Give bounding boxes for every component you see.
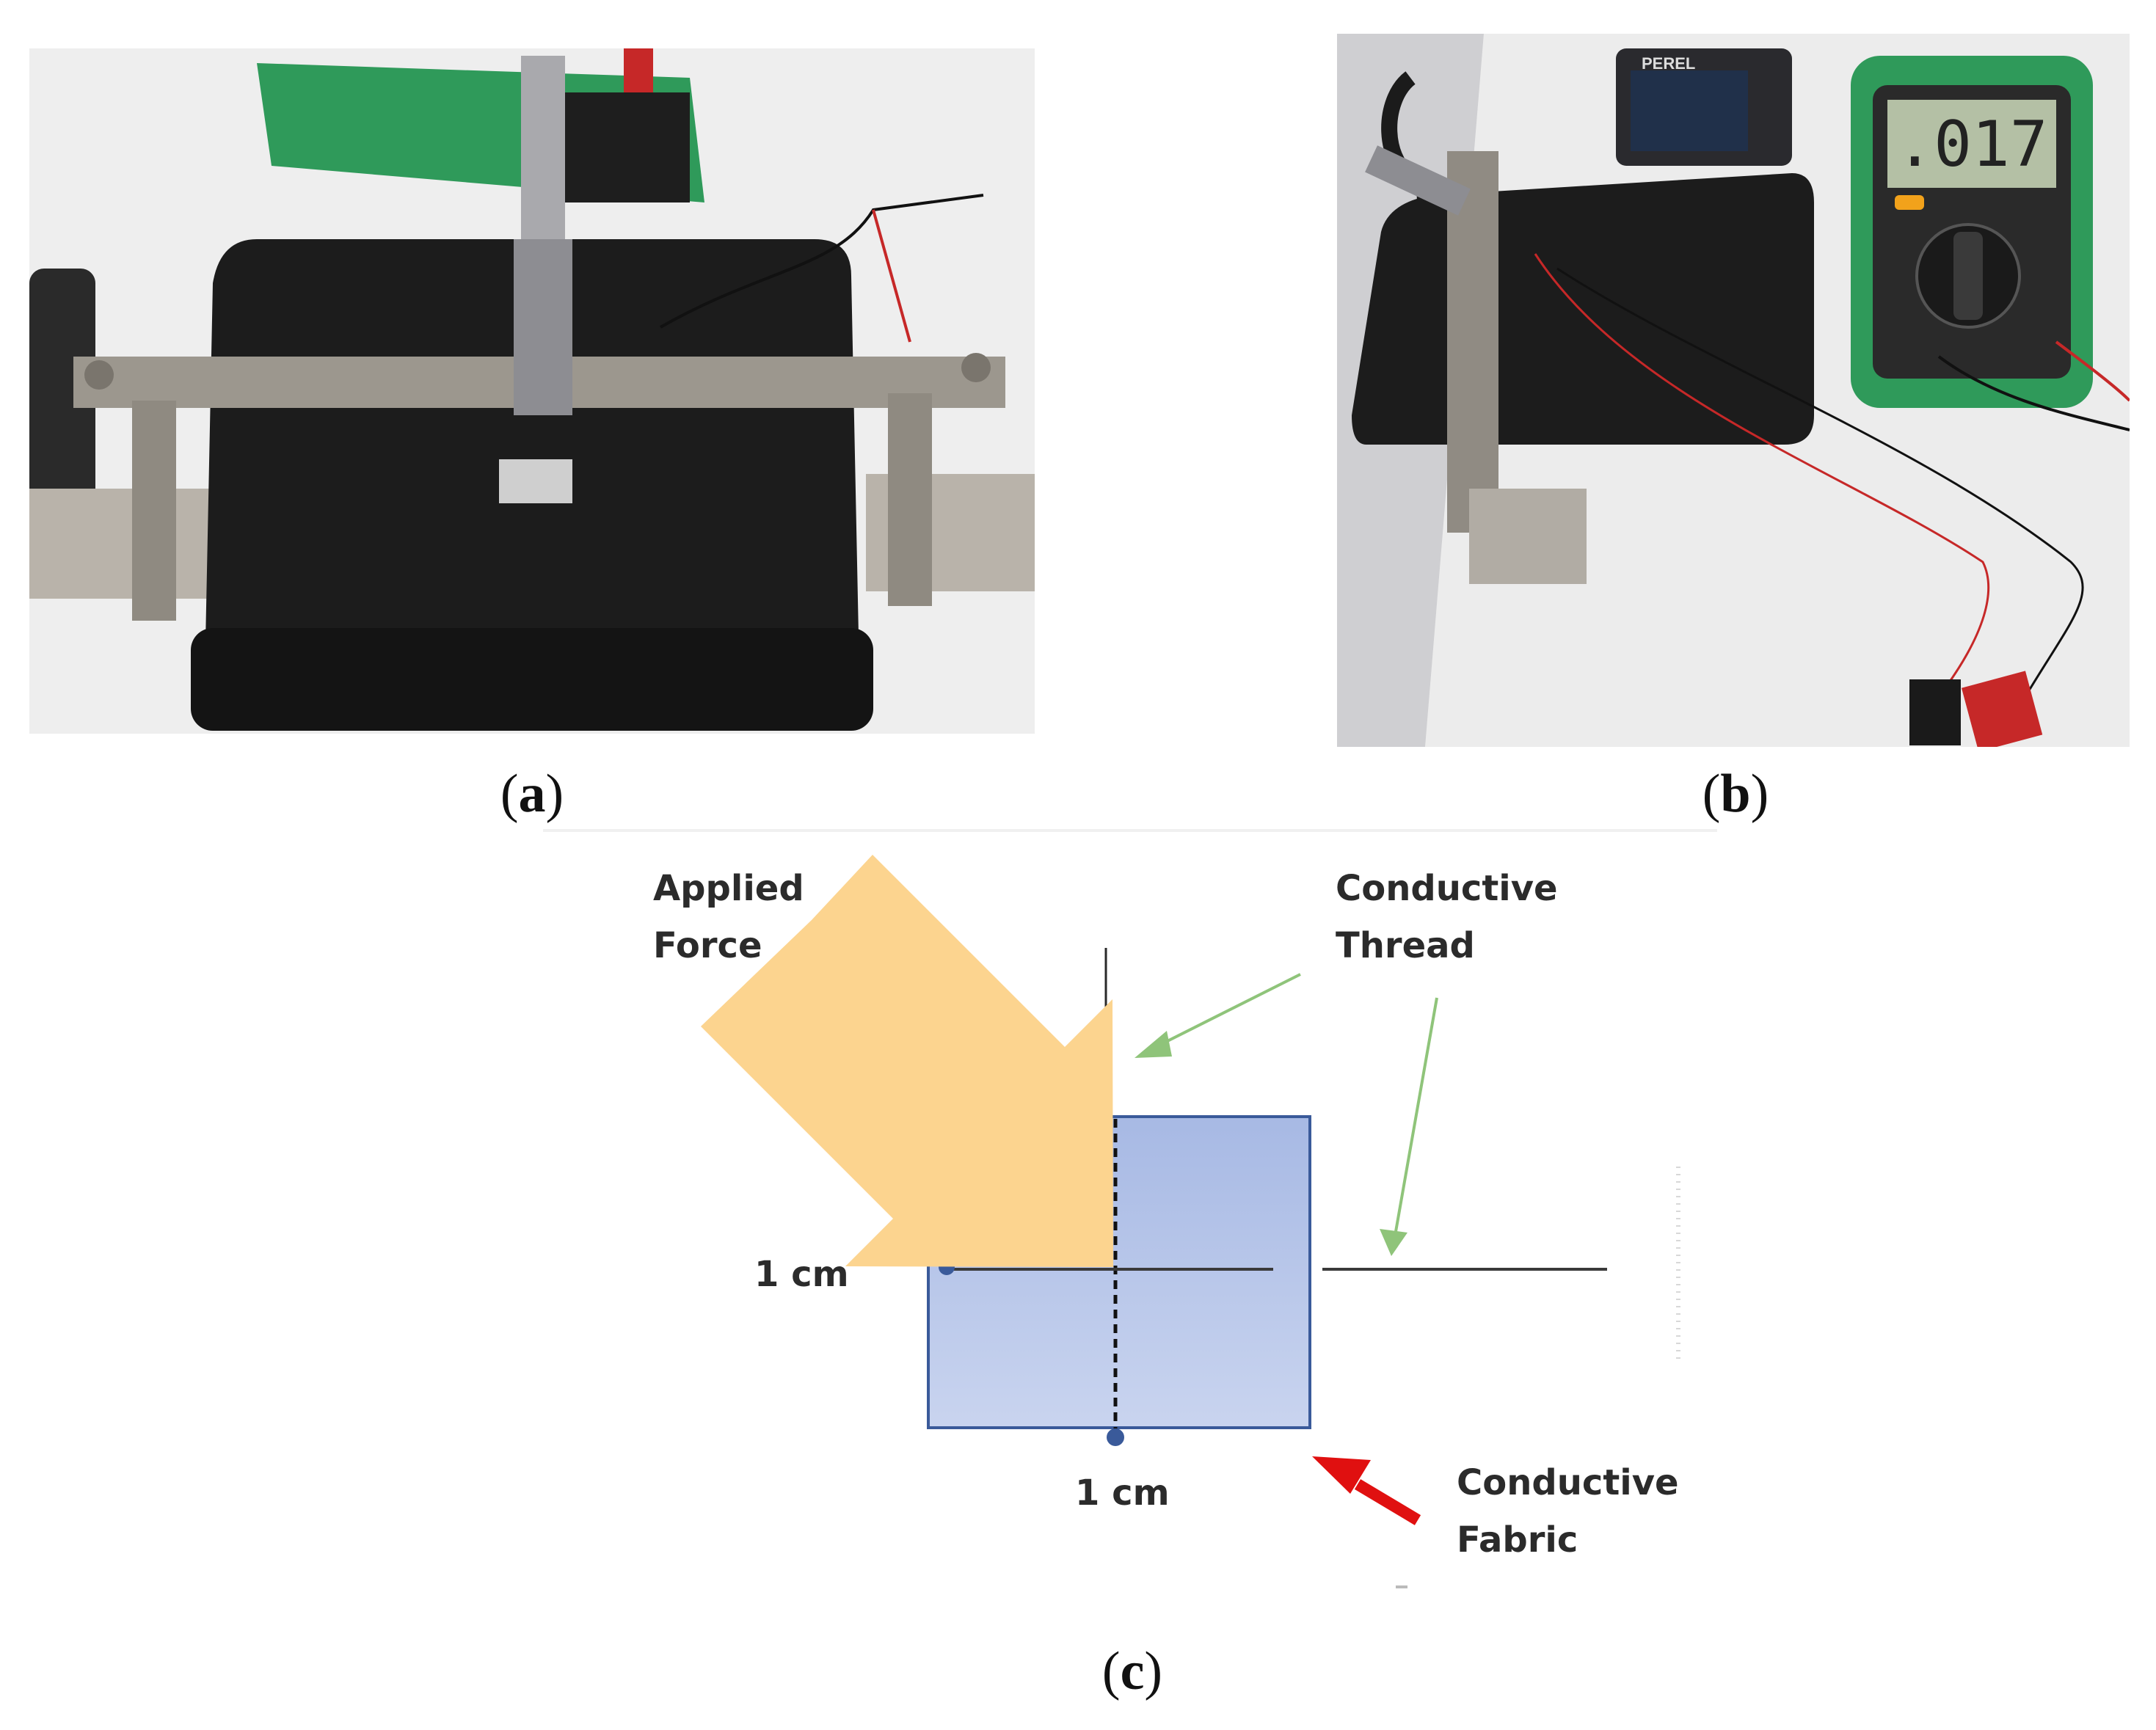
test-rig-photo bbox=[29, 48, 1035, 734]
gauge-brand: PEREL bbox=[1642, 54, 1695, 73]
thread-arrow-1-shaft bbox=[1142, 973, 1301, 1055]
caption-b-open: ( bbox=[1702, 764, 1721, 824]
caption-a: (a) bbox=[477, 763, 587, 825]
caption-c-close: ) bbox=[1144, 1641, 1163, 1701]
caption-c-open: ( bbox=[1101, 1641, 1121, 1701]
caption-c-letter: c bbox=[1120, 1641, 1145, 1701]
dimension-bottom-label: 1 cm bbox=[1075, 1472, 1170, 1514]
caption-a-open: ( bbox=[500, 764, 519, 824]
bottom-end-dot bbox=[1107, 1428, 1124, 1446]
diagram-panel-c: Applied Force Conductive Thread 1 cm 1 c… bbox=[543, 829, 1717, 1607]
caption-b-close: ) bbox=[1750, 764, 1769, 824]
multimeter-reading: .017 bbox=[1895, 108, 2047, 181]
caption-a-close: ) bbox=[545, 764, 564, 824]
caption-b-letter: b bbox=[1720, 764, 1751, 824]
thread-arrow-1-head bbox=[1135, 1031, 1172, 1058]
conductive-thread-label: Conductive Thread bbox=[1336, 868, 1558, 966]
caption-b: (b) bbox=[1680, 763, 1791, 825]
applied-force-label: Applied Force bbox=[653, 868, 804, 966]
fabric-arrow-shaft bbox=[1354, 1479, 1421, 1525]
thread-arrow-2-shaft bbox=[1393, 997, 1438, 1241]
multimeter-setup-photo: PEREL .017 bbox=[1337, 34, 2130, 747]
thread-arrow-2-head bbox=[1380, 1229, 1407, 1256]
photo-panel-a bbox=[29, 48, 1035, 734]
photo-panel-b: PEREL .017 bbox=[1337, 34, 2130, 747]
fabric-arrow-head bbox=[1312, 1456, 1371, 1494]
caption-a-letter: a bbox=[518, 764, 546, 824]
dimension-left-label: 1 cm bbox=[754, 1254, 849, 1295]
applied-force-arrow bbox=[701, 855, 1113, 1267]
sensor-schematic bbox=[543, 829, 1717, 1588]
conductive-fabric-label: Conductive Fabric bbox=[1457, 1462, 1679, 1561]
caption-c: (c) bbox=[1077, 1640, 1187, 1703]
